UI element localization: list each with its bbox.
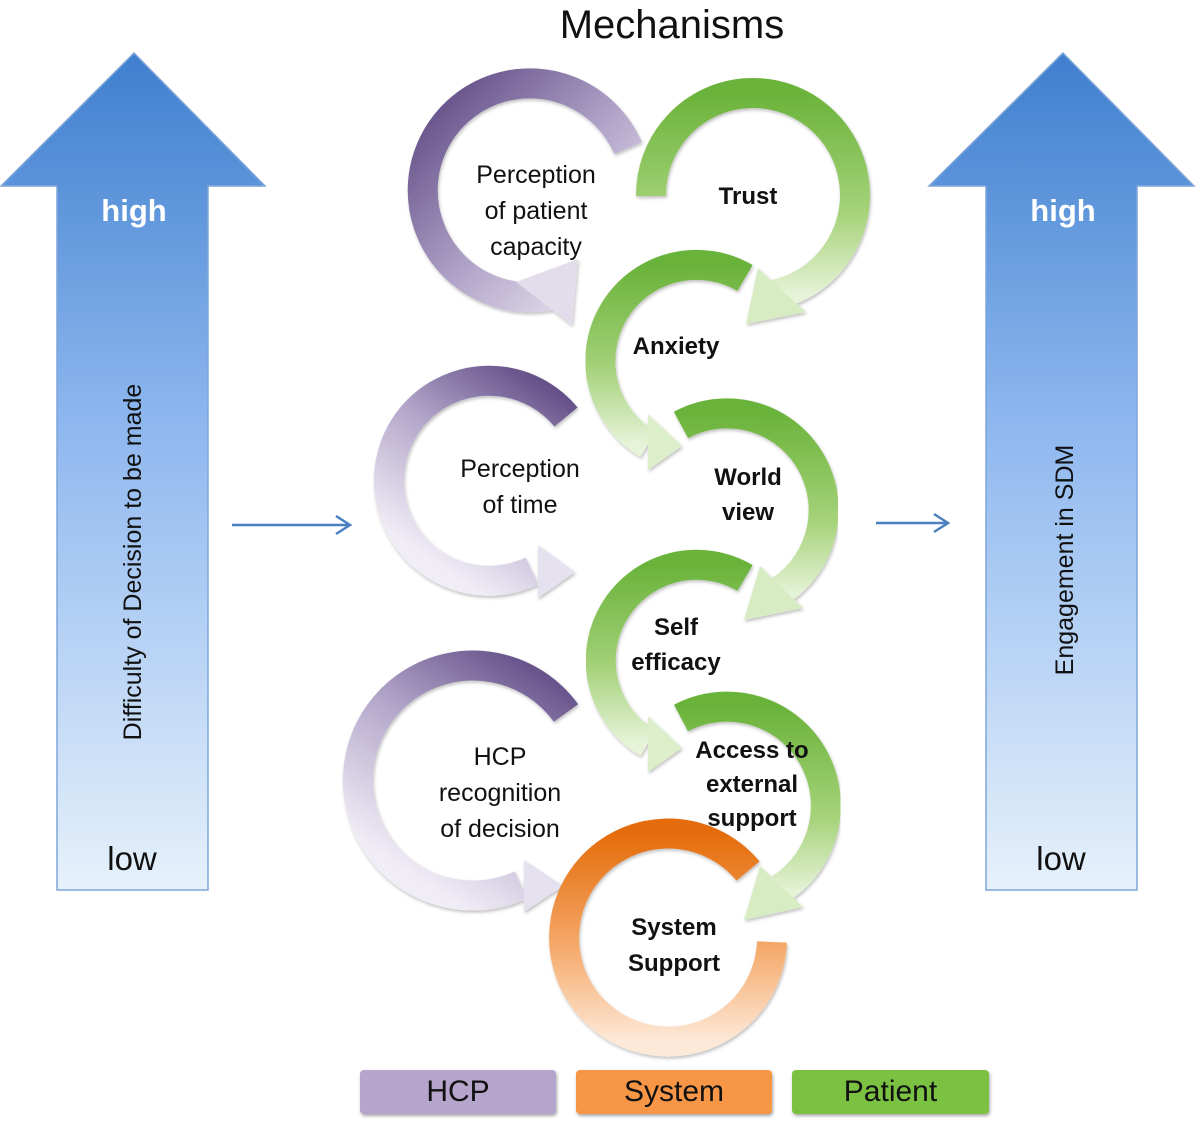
svg-text:view: view: [722, 499, 774, 526]
svg-text:Anxiety: Anxiety: [633, 333, 720, 360]
difficulty-low-label: low: [107, 840, 157, 877]
svg-text:HCP: HCP: [474, 743, 527, 771]
legend-system-label: System: [623, 1075, 725, 1108]
svg-text:support: support: [707, 805, 796, 832]
engagement-arrow: high low Engagement in SDM: [927, 51, 1196, 891]
svg-text:Support: Support: [628, 950, 720, 977]
difficulty-arrow: high low Difficulty of Decision to be ma…: [0, 51, 267, 891]
svg-text:efficacy: efficacy: [631, 649, 721, 676]
perception-of-patient-capacity-ring: [407, 68, 642, 325]
legend-system: System: [576, 1070, 772, 1114]
engagement-axis-label: Engagement in SDM: [1051, 445, 1079, 676]
label-perception-of-patient-capacity: Perception of patient capacity: [476, 161, 596, 261]
right-connector-arrow: [876, 512, 951, 534]
legend-hcp: HCP: [360, 1070, 556, 1114]
engagement-high-label: high: [1030, 193, 1095, 228]
self-efficacy-ring: [585, 549, 753, 772]
engagement-low-label: low: [1036, 840, 1086, 877]
label-self-efficacy: Self efficacy: [631, 614, 721, 676]
svg-text:System: System: [631, 914, 716, 941]
label-perception-of-time: Perception of time: [460, 455, 580, 519]
hcp-recognition-ring: [342, 650, 579, 912]
left-connector-arrow: [232, 514, 353, 536]
label-anxiety: Anxiety: [633, 333, 720, 360]
label-trust: Trust: [719, 183, 778, 210]
svg-text:of time: of time: [482, 491, 557, 519]
svg-text:World: World: [714, 464, 782, 491]
svg-text:Perception: Perception: [476, 161, 596, 189]
label-hcp-recognition-of-decision: HCP recognition of decision: [439, 743, 561, 843]
svg-text:of patient: of patient: [485, 197, 588, 225]
svg-text:recognition: recognition: [439, 779, 561, 807]
access-to-external-support-ring: [674, 691, 841, 920]
svg-text:of decision: of decision: [440, 815, 560, 843]
difficulty-axis-label: Difficulty of Decision to be made: [119, 384, 147, 741]
system-support-ring: [549, 818, 787, 1057]
label-system-support: System Support: [628, 914, 720, 977]
trust-ring: [635, 78, 870, 324]
difficulty-high-label: high: [101, 193, 166, 228]
anxiety-ring: [585, 249, 753, 470]
legend-hcp-label: HCP: [426, 1075, 490, 1108]
legend-patient-label: Patient: [843, 1075, 938, 1108]
label-access-to-external-support: Access to external support: [695, 737, 808, 832]
svg-text:Self: Self: [654, 614, 699, 641]
perception-of-time-ring: [373, 365, 578, 598]
legend-patient: Patient: [792, 1070, 989, 1114]
svg-text:capacity: capacity: [490, 233, 582, 261]
svg-text:external: external: [706, 771, 798, 798]
world-view-ring: [673, 398, 839, 620]
svg-text:Trust: Trust: [719, 183, 778, 210]
diagram-title: Mechanisms: [560, 3, 785, 47]
svg-text:Perception: Perception: [460, 455, 580, 483]
label-world-view: World view: [714, 464, 782, 526]
svg-text:Access to: Access to: [695, 737, 808, 764]
